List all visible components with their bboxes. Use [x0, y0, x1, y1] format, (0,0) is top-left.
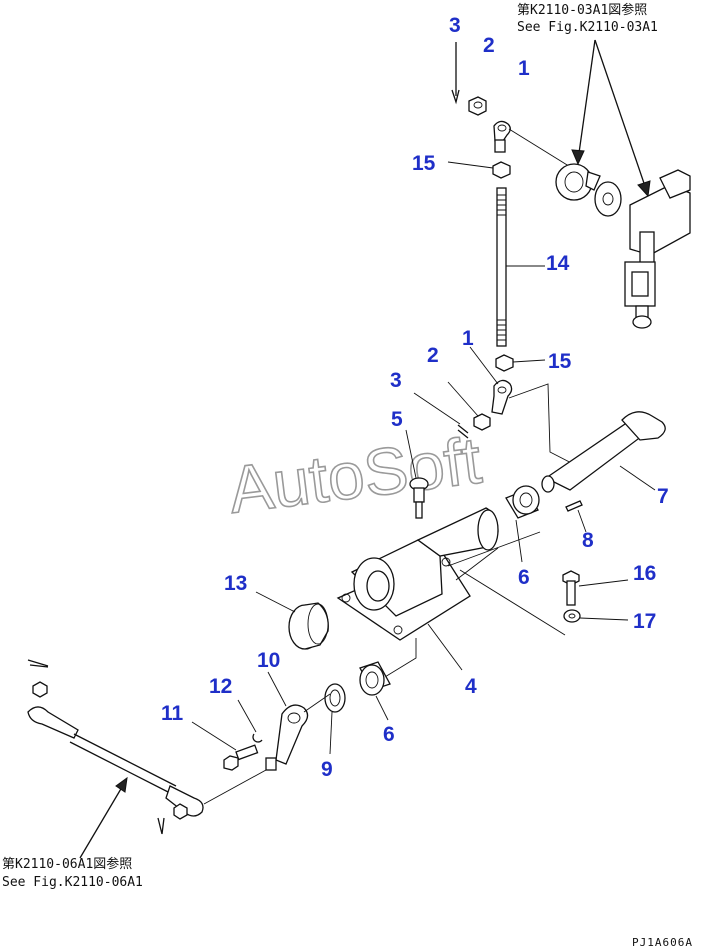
nut-middle — [473, 413, 491, 431]
callout-15-top: 15 — [412, 152, 436, 175]
callout-7: 7 — [657, 485, 669, 508]
bolt-11 — [223, 744, 259, 771]
cotter-pin-top — [451, 42, 460, 105]
pin-7 — [541, 411, 666, 493]
callout-12: 12 — [209, 675, 232, 698]
callout-4: 4 — [465, 675, 477, 698]
callout-15-middle: 15 — [548, 350, 572, 373]
callout-1-top: 1 — [518, 57, 530, 80]
callout-9: 9 — [321, 758, 333, 781]
key-8 — [565, 500, 583, 512]
bottom-reference-en: See Fig.K2110-06A1 — [2, 875, 143, 890]
callout-2-top: 2 — [483, 34, 495, 57]
ball-joint-top — [493, 120, 511, 153]
callout-6-lower: 6 — [383, 723, 395, 746]
rod-14 — [496, 187, 507, 347]
bracket-4 — [336, 507, 499, 641]
cap-13 — [288, 602, 329, 650]
autosoft-watermark: AutoSoft — [225, 423, 485, 527]
callout-2-middle: 2 — [427, 344, 439, 367]
reference-arrows — [79, 39, 651, 859]
callout-6-right: 6 — [518, 566, 530, 589]
top-reference-en: See Fig.K2110-03A1 — [517, 20, 658, 35]
callout-5: 5 — [391, 408, 403, 431]
tie-rod-lower — [27, 659, 204, 835]
callout-11: 11 — [161, 702, 184, 725]
callout-10: 10 — [257, 649, 280, 672]
callout-14: 14 — [546, 252, 570, 275]
bolt-16 — [562, 570, 580, 606]
ball-joint-middle — [491, 379, 513, 415]
cotter-pin-middle — [457, 424, 469, 439]
callout-3-middle: 3 — [390, 369, 402, 392]
callout-16: 16 — [633, 562, 656, 585]
drawing-code: PJ1A606A — [632, 936, 693, 949]
washer-12 — [252, 733, 263, 743]
bushing-6-right — [505, 485, 540, 519]
nut-top — [468, 96, 487, 116]
bushing-6-lower — [359, 661, 391, 696]
referenced-lever-mechanism — [555, 163, 691, 329]
callout-1-middle: 1 — [462, 327, 474, 350]
locknut-15-top — [492, 161, 511, 179]
locknut-15-middle — [495, 354, 514, 372]
callout-17: 17 — [633, 610, 656, 633]
callout-3-top: 3 — [449, 14, 461, 37]
callout-8: 8 — [582, 529, 594, 552]
lever-10 — [265, 704, 309, 771]
bottom-reference-ja: 第K2110-06A1図参照 — [2, 856, 132, 872]
seal-9 — [324, 683, 346, 713]
callout-labels: 3 2 1 15 14 1 2 15 3 5 7 8 6 16 13 17 10… — [161, 14, 669, 781]
washer-17 — [563, 609, 581, 623]
grease-fitting-5 — [409, 477, 429, 519]
callout-13: 13 — [224, 572, 247, 595]
top-reference-ja: 第K2110-03A1図参照 — [517, 2, 647, 18]
